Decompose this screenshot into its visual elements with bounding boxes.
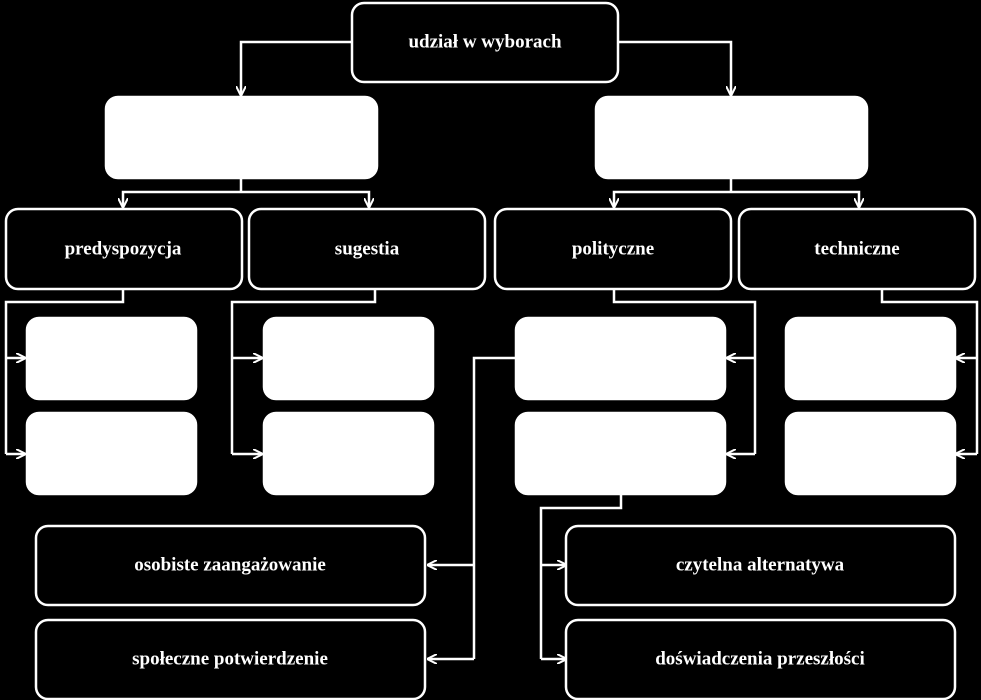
motive-spoleczne-potwierdzenie: społeczne potwierdzenie: [34, 618, 427, 700]
motive-spoleczne-potwierdzenie-label: społeczne potwierdzenie: [132, 649, 328, 670]
connector-predyspozycja-trunk: [4, 289, 125, 454]
motive-osobiste-zaangazowanie: osobiste zaangażowanie: [34, 524, 427, 607]
connector-polityczne-item-2-trunk: [539, 494, 623, 659]
root-node-label: udział w wyborach: [408, 32, 562, 53]
polityczne-item-1-node: [514, 316, 727, 401]
right-branch-node: [594, 95, 869, 180]
sugestia-item-1-node: [262, 316, 435, 401]
connector-root-left: [241, 40, 352, 95]
connector-left-to-sugestia: [241, 190, 369, 207]
sugestia-item-2-node: [262, 411, 435, 496]
techniczne-item-2-node: [784, 411, 957, 496]
techniczne-node: techniczne: [737, 207, 977, 291]
polityczne-item-2-node: [514, 411, 727, 496]
connector-left-to-predyspozycja: [123, 190, 241, 207]
motive-czytelna-alternatywa-label: czytelna alternatywa: [676, 555, 845, 576]
motive-czytelna-alternatywa: czytelna alternatywa: [564, 524, 957, 607]
connector-polityczne-trunk: [612, 289, 757, 454]
connector-techniczne-trunk: [880, 289, 979, 454]
connector-right-to-polityczne: [614, 190, 731, 207]
sugestia-node: sugestia: [247, 207, 487, 291]
sugestia-label: sugestia: [335, 239, 400, 260]
connector-polityczne-item-1-trunk: [472, 356, 516, 659]
predyspozycja-item-2-node: [25, 411, 198, 496]
polityczne-label: polityczne: [572, 239, 654, 260]
root-node: udział w wyborach: [350, 1, 620, 84]
techniczne-label: techniczne: [814, 239, 899, 260]
polityczne-node: polityczne: [493, 207, 733, 291]
connectors: [4, 40, 979, 659]
connector-root-right: [618, 40, 731, 95]
motive-doswiadczenia-przeszlosci-label: doświadczenia przeszłości: [655, 649, 865, 670]
predyspozycja-label: predyspozycja: [65, 239, 182, 260]
predyspozycja-node: predyspozycja: [4, 207, 244, 291]
motive-doswiadczenia-przeszlosci: doświadczenia przeszłości: [564, 618, 957, 700]
connector-sugestia-trunk: [230, 289, 377, 454]
connector-right-to-techniczne: [731, 190, 859, 207]
motive-osobiste-zaangazowanie-label: osobiste zaangażowanie: [134, 555, 326, 576]
techniczne-item-1-node: [784, 316, 957, 401]
predyspozycja-item-1-node: [25, 316, 198, 401]
left-branch-node: [104, 95, 379, 180]
